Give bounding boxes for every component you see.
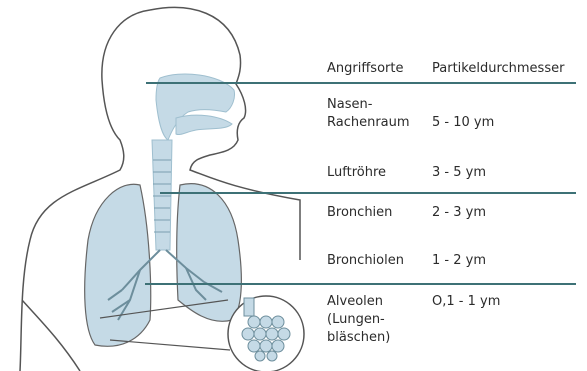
right-lung <box>177 184 242 322</box>
arm-outline <box>22 300 80 371</box>
header-particle-size: Partikeldurchmesser <box>432 60 564 78</box>
left-lung <box>85 184 151 346</box>
size-bronchi: 2 - 3 ym <box>432 204 486 222</box>
trachea <box>152 140 172 250</box>
mouth-cavity <box>176 115 232 134</box>
size-trachea: 3 - 5 ym <box>432 164 486 182</box>
site-nasal: Nasen- Rachenraum <box>327 96 437 132</box>
size-alveoli: O,1 - 1 ym <box>432 293 500 311</box>
header-sites: Angriffsorte <box>327 60 403 78</box>
site-trachea: Luftröhre <box>327 164 386 182</box>
site-bronchi: Bronchien <box>327 204 392 222</box>
size-nasal: 5 - 10 ym <box>432 114 494 132</box>
site-alveoli: Alveolen (Lungen- bläschen) <box>327 293 437 347</box>
size-bronchioles: 1 - 2 ym <box>432 252 486 270</box>
site-bronchioles: Bronchiolen <box>327 252 404 270</box>
